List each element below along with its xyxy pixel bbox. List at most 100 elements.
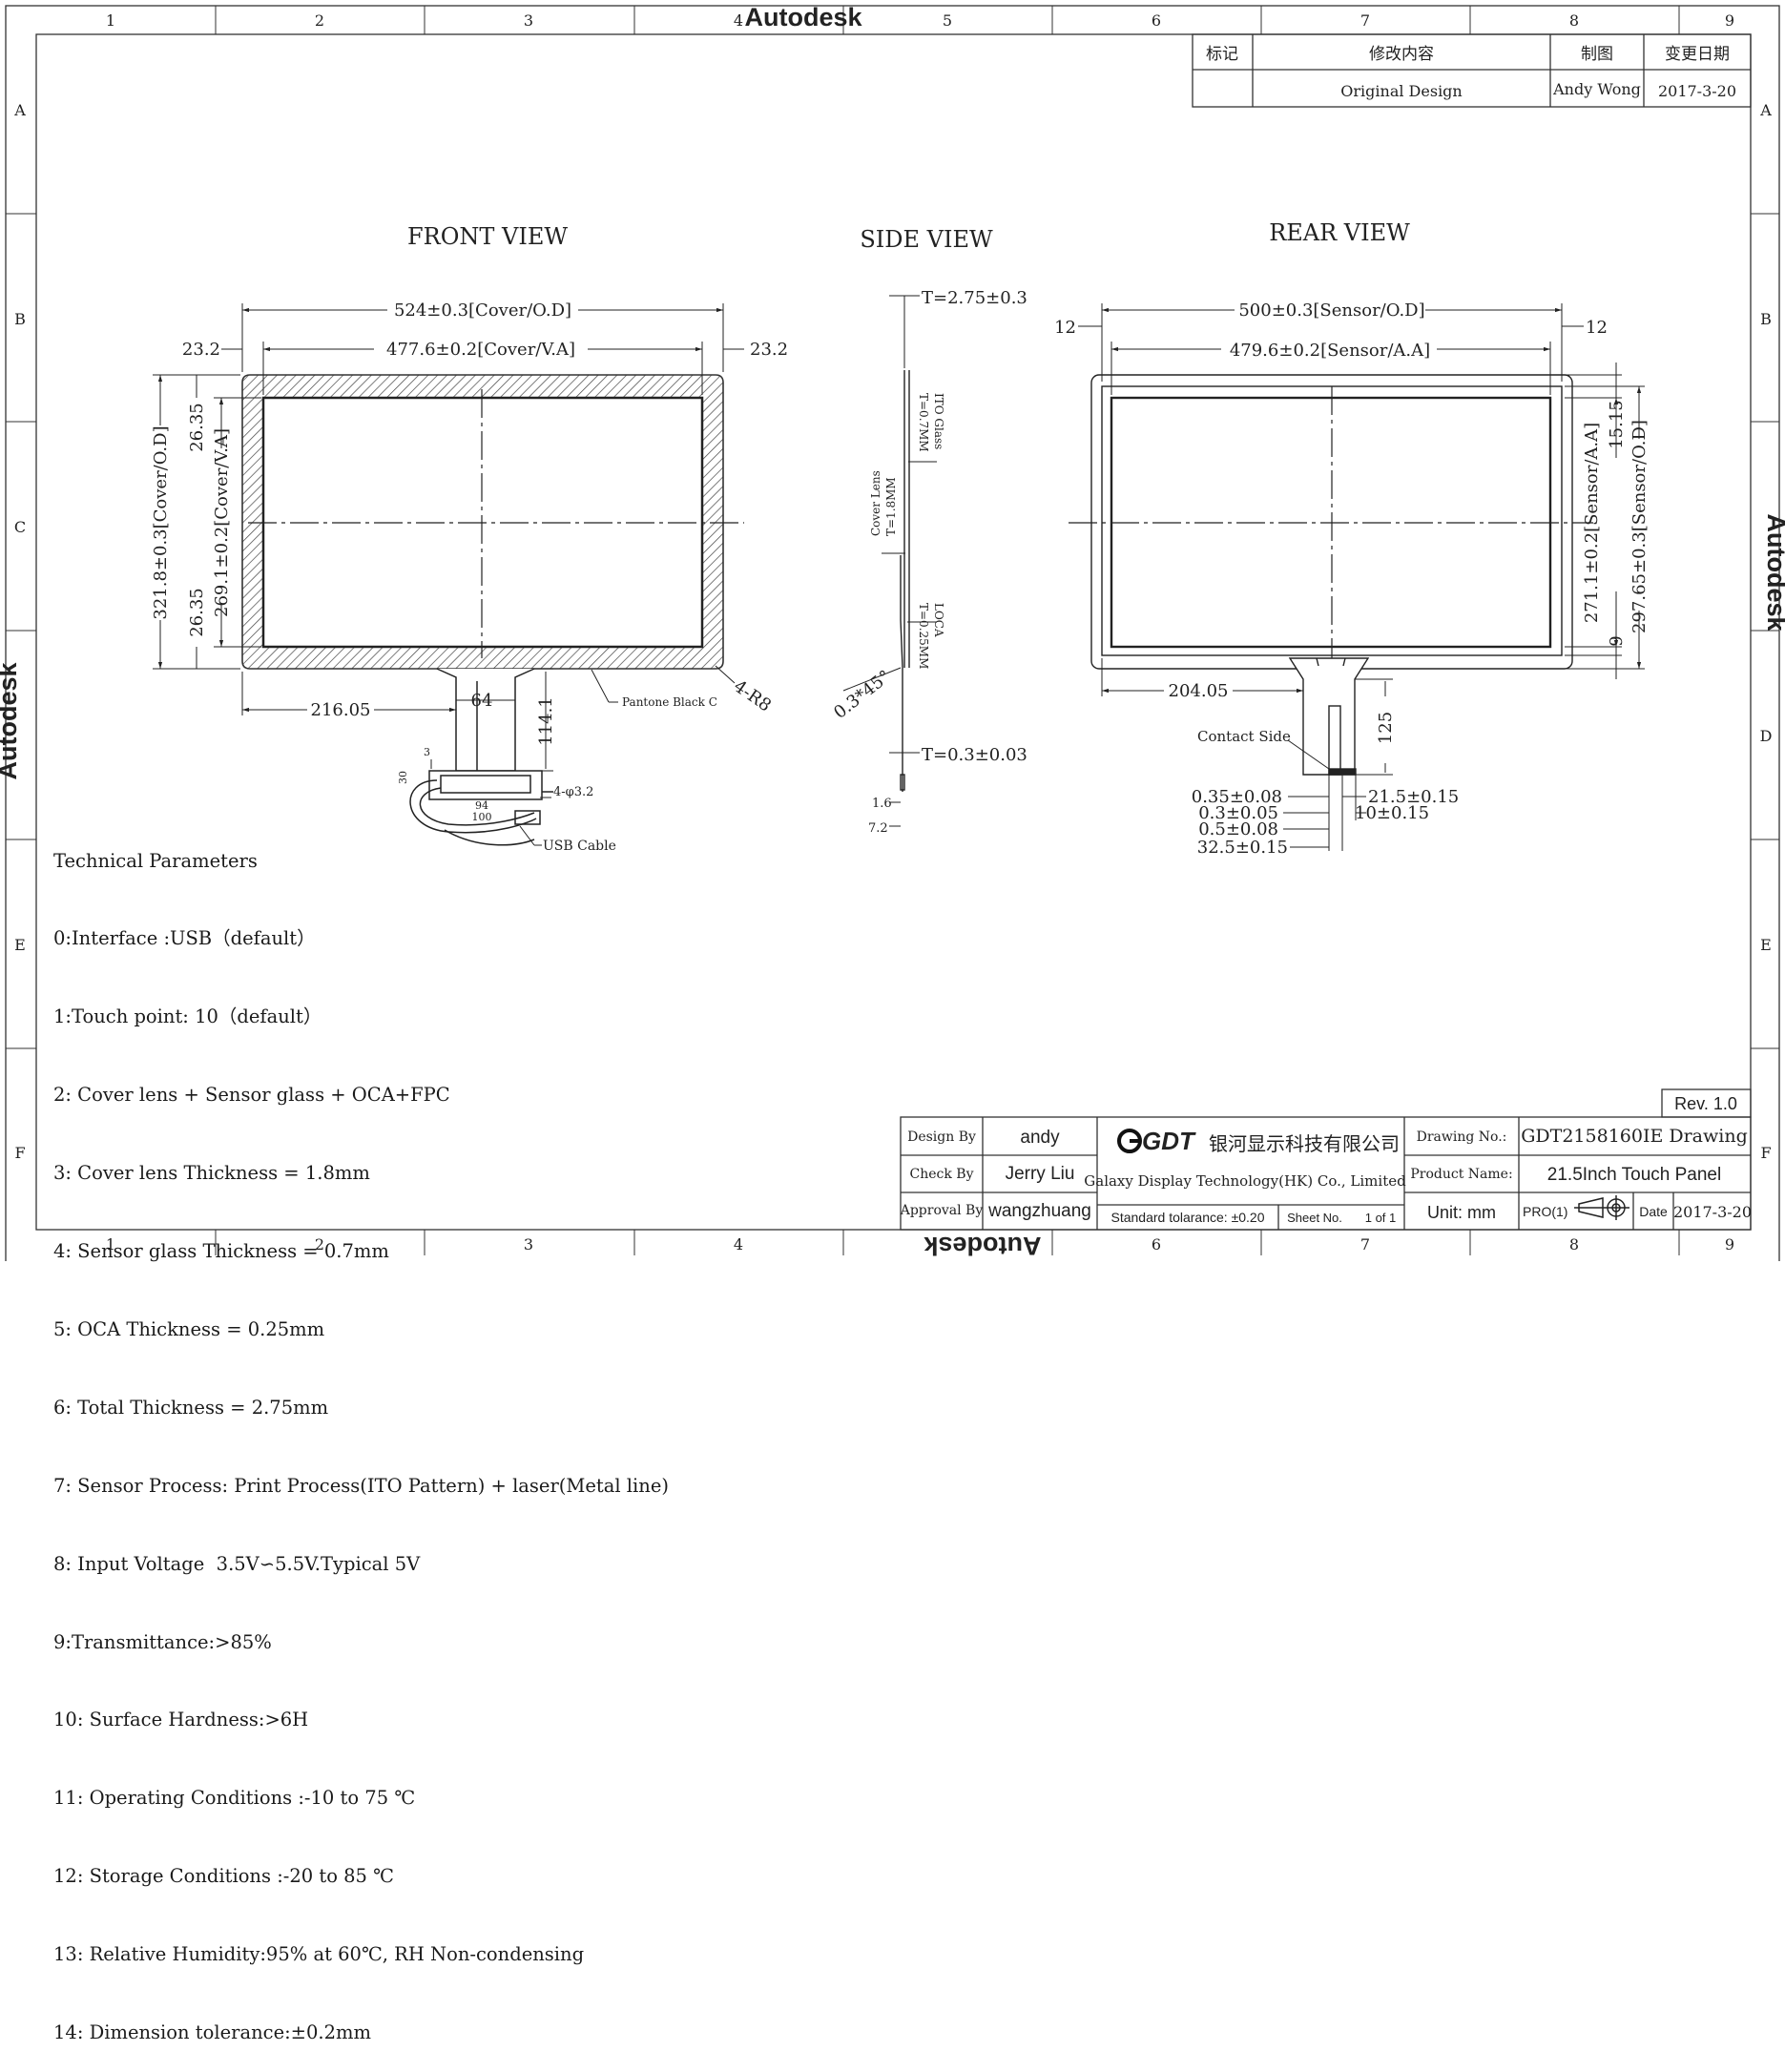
drawing-no-label: Drawing No.: bbox=[1417, 1129, 1507, 1145]
view-titles: FRONT VIEW SIDE VIEW REAR VIEW bbox=[407, 219, 1410, 253]
rev-content: Original Design bbox=[1340, 82, 1462, 100]
rear-dimensions: 500±0.3[Sensor/O.D] 479.6±0.2[Sensor/A.A… bbox=[1054, 300, 1650, 858]
gdt-logo: GDT bbox=[1117, 1127, 1196, 1155]
dim-sensor-margin-top: 15.15 bbox=[1607, 400, 1627, 449]
rev-header-content: 修改内容 bbox=[1369, 45, 1434, 64]
zone-labels: 1 2 3 4 5 6 7 8 9 1 2 3 4 6 7 8 9 A B C … bbox=[13, 11, 1772, 1254]
dim-side-1-6: 1.6 bbox=[872, 797, 892, 811]
sheet-label: Sheet No. bbox=[1287, 1211, 1342, 1225]
row-label-right: E bbox=[1760, 936, 1772, 954]
front-view-title: FRONT VIEW bbox=[407, 223, 568, 250]
col-label-top: 1 bbox=[106, 11, 115, 30]
standard-tolerance: Standard tolarance: ±0.20 bbox=[1110, 1210, 1264, 1225]
col-label-bottom: 8 bbox=[1569, 1235, 1579, 1254]
tech-param-item: 12: Storage Conditions :-20 to 85 ℃ bbox=[53, 1865, 394, 1888]
label-cover-lens: Cover Lens bbox=[869, 470, 882, 536]
col-label-bottom: 9 bbox=[1725, 1235, 1734, 1254]
tech-param-item: 2: Cover lens + Sensor glass + OCA+FPC bbox=[53, 1084, 450, 1107]
dim-cover-od-width: 524±0.3[Cover/O.D] bbox=[394, 300, 571, 321]
side-view: T=2.75±0.3 ITO Glass T=0.7MM Cover Lens … bbox=[830, 288, 1027, 836]
rear-dimension-lines bbox=[1078, 303, 1645, 851]
projection-label: PRO(1) bbox=[1523, 1204, 1567, 1219]
dim-fpc-100: 100 bbox=[472, 811, 492, 823]
tech-param-item: 4: Sensor glass Thickness = 0.7mm bbox=[53, 1240, 389, 1263]
usb-cable bbox=[409, 779, 541, 846]
label-loca-thickness: T=0.25MM bbox=[917, 603, 930, 669]
tech-param-item: 8: Input Voltage 3.5V∽5.5V.Typical 5V bbox=[53, 1552, 421, 1575]
col-label-top: 3 bbox=[524, 11, 533, 30]
rev-header-mark: 标记 bbox=[1206, 45, 1238, 64]
row-label-right: F bbox=[1760, 1144, 1771, 1162]
row-label-left: B bbox=[14, 310, 26, 328]
col-label-bottom: 1 bbox=[106, 1235, 115, 1254]
company-name-en: Galaxy Display Technology(HK) Co., Limit… bbox=[1084, 1172, 1406, 1190]
logo-text: GDT bbox=[1142, 1127, 1196, 1155]
tech-param-item: 5: OCA Thickness = 0.25mm bbox=[53, 1317, 325, 1340]
autodesk-watermarks: Autodesk Autodesk Autodesk Autodesk bbox=[0, 3, 1785, 1260]
label-ito-glass: ITO Glass bbox=[932, 393, 945, 449]
side-stack bbox=[900, 370, 910, 792]
company-name-cn: 银河显示科技有限公司 bbox=[1209, 1133, 1400, 1155]
dim-rear-fpc-offset: 204.05 bbox=[1169, 681, 1229, 701]
col-label-bottom: 2 bbox=[315, 1235, 324, 1254]
front-fpc bbox=[428, 668, 553, 800]
dim-rear-fpc-length: 125 bbox=[1376, 712, 1396, 744]
rev-drawer: Andy Wong bbox=[1552, 80, 1641, 98]
dim-sensor-margin-bottom: 9 bbox=[1607, 635, 1627, 646]
drawing-sheet: 1 2 3 4 5 6 7 8 9 1 2 3 4 6 7 8 9 A B C … bbox=[0, 3, 1785, 1261]
dim-hole: 4-φ3.2 bbox=[553, 785, 593, 799]
dim-sensor-od-height: 297.65±0.3[Sensor/O.D] bbox=[1629, 420, 1650, 633]
dim-contact-width: 21.5±0.15 bbox=[1368, 787, 1459, 807]
drawing-date: 2017-3-20 bbox=[1673, 1203, 1752, 1221]
front-dimension-lines bbox=[153, 303, 744, 846]
col-label-top: 5 bbox=[943, 11, 952, 30]
col-label-top: 7 bbox=[1360, 11, 1370, 30]
dim-cover-od-height: 321.8±0.3[Cover/O.D] bbox=[151, 425, 171, 619]
product-name: 21.5Inch Touch Panel bbox=[1547, 1165, 1721, 1185]
unit: Unit: mm bbox=[1427, 1203, 1496, 1222]
row-label-left: E bbox=[14, 936, 26, 954]
rev-header-drawer: 制图 bbox=[1581, 45, 1613, 64]
product-name-label: Product Name: bbox=[1410, 1167, 1512, 1182]
col-label-top: 8 bbox=[1569, 11, 1579, 30]
tech-param-item: 14: Dimension tolerance:±0.2mm bbox=[53, 2020, 372, 2043]
col-label-bottom: 4 bbox=[734, 1235, 743, 1254]
note-ink-color: Pantone Black C bbox=[622, 695, 717, 709]
dim-cover-margin-top: 26.35 bbox=[187, 403, 207, 452]
tech-param-item: 3: Cover lens Thickness = 1.8mm bbox=[53, 1162, 370, 1185]
zone-dividers bbox=[6, 6, 1779, 1255]
label-ito-thickness: T=0.7MM bbox=[917, 393, 930, 452]
label-loca: LOCA bbox=[932, 603, 945, 637]
label-cover-thickness: T=1.8MM bbox=[884, 477, 898, 536]
tech-param-item: 11: Operating Conditions :-10 to 75 ℃ bbox=[53, 1787, 416, 1810]
approval-by-label: Approval By bbox=[900, 1203, 984, 1218]
col-label-bottom: 3 bbox=[524, 1235, 533, 1254]
sheet-number: 1 of 1 bbox=[1365, 1211, 1397, 1225]
drawing-number: GDT2158160IE Drawing bbox=[1521, 1126, 1748, 1147]
watermark-bottom: Autodesk bbox=[924, 1232, 1042, 1260]
dim-contact-length: 10±0.15 bbox=[1355, 803, 1429, 823]
dim-chamfer: 0.3*45° bbox=[830, 667, 895, 723]
tech-param-item: 10: Surface Hardness:>6H bbox=[53, 1709, 309, 1731]
col-label-top: 4 bbox=[734, 11, 743, 30]
watermark-top: Autodesk bbox=[744, 3, 862, 31]
side-dimensions: T=2.75±0.3 ITO Glass T=0.7MM Cover Lens … bbox=[830, 288, 1027, 836]
dim-fpc-offset: 216.05 bbox=[311, 700, 371, 720]
projection-symbol-icon bbox=[1574, 1195, 1629, 1220]
col-label-top: 2 bbox=[315, 11, 324, 30]
sheet-border bbox=[5, 5, 1780, 1261]
dim-fpc-3: 3 bbox=[424, 746, 430, 758]
date-label: Date bbox=[1639, 1204, 1668, 1219]
checker-name: Jerry Liu bbox=[1006, 1164, 1075, 1184]
front-centerlines bbox=[248, 389, 744, 658]
col-label-bottom: 6 bbox=[1152, 1235, 1161, 1254]
dim-corner-radius: 4-R8 bbox=[730, 676, 775, 716]
tech-param-item: 6: Total Thickness = 2.75mm bbox=[53, 1396, 329, 1419]
row-label-right: A bbox=[1759, 101, 1772, 119]
dim-contact-edge: 0.5±0.08 bbox=[1198, 819, 1278, 839]
row-label-left: F bbox=[14, 1144, 25, 1162]
dim-sensor-aa-height: 271.1±0.2[Sensor/A.A] bbox=[1582, 423, 1602, 623]
technical-parameters: Technical Parameters 0:Interface :USB（de… bbox=[53, 796, 669, 2072]
col-label-bottom: 7 bbox=[1360, 1235, 1370, 1254]
tech-param-item: 1:Touch point: 10（default） bbox=[53, 1005, 322, 1028]
